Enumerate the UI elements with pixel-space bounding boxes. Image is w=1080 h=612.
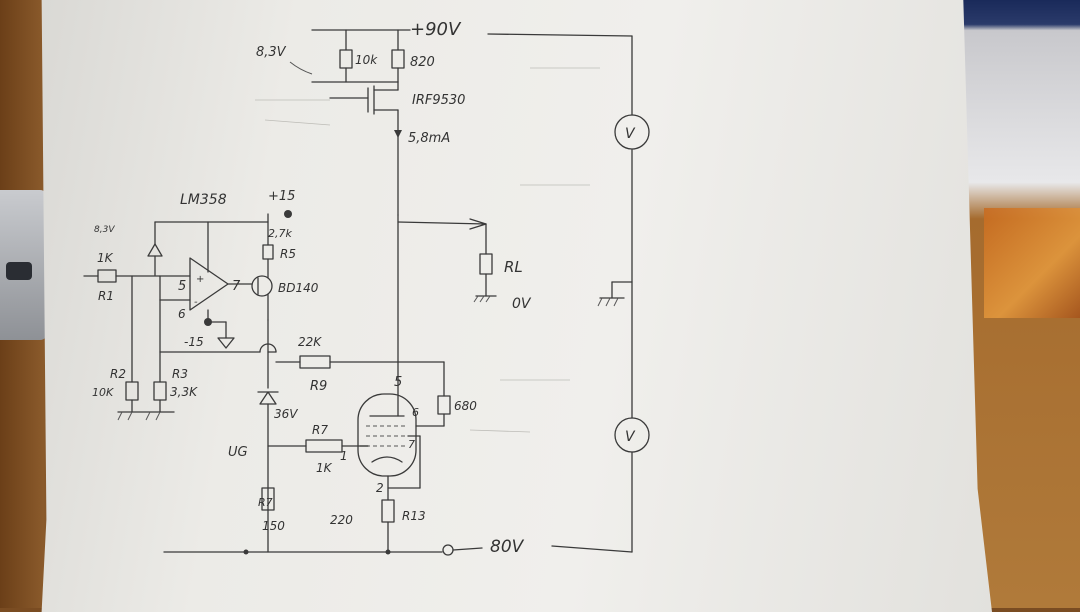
label-10k: 10k [355, 53, 378, 67]
label-10k-r2: 10K [92, 386, 114, 399]
label-tube-pin7: 7 [408, 438, 415, 451]
label-680: 680 [454, 399, 477, 413]
voltmeter-top: V [614, 114, 650, 150]
label-pin7: 7 [232, 279, 241, 294]
label-ug: UG [228, 445, 248, 460]
label-r2: R2 [110, 367, 126, 381]
device-button [6, 262, 32, 280]
mosfet-irf9530: IRF9530 5,8mA [329, 81, 465, 216]
opamp-lm358: LM358 +15 2,7k R5 + - 5 6 7 BD140 -15 8,… [83, 189, 319, 421]
resistor-150: R7 150 [258, 487, 285, 533]
label-r13: R13 [402, 509, 426, 523]
paper-sheet [41, 0, 992, 612]
label-r5: R5 [280, 247, 296, 261]
label-tube-pin6: 6 [412, 406, 419, 419]
label-plus-90v: +90V [410, 19, 462, 40]
right-ground [597, 281, 633, 307]
ground-rail: 80V [163, 537, 633, 557]
label-8-3v: 8,3V [256, 45, 287, 60]
resistor-r13: 220 R13 [330, 499, 426, 553]
label-r9: R9 [310, 379, 327, 394]
meter-top-label: V [625, 126, 636, 142]
label-r3: R3 [172, 367, 188, 381]
voltmeter-bottom: V [614, 417, 650, 453]
label-tube-pin5: 5 [394, 375, 402, 390]
label-r7-grid: R7 [312, 423, 328, 437]
label-0v: 0V [512, 296, 532, 312]
label-1k-grid: 1K [316, 461, 333, 475]
label-220: 220 [330, 513, 353, 527]
label-minus15: -15 [184, 335, 204, 349]
resistor-680: 680 [397, 361, 477, 427]
zener-36v: 36V UG [228, 319, 298, 553]
grid-resistor: R7 1K 1 [267, 423, 369, 475]
label-irf9530: IRF9530 [412, 93, 465, 108]
meter-bottom-label: V [625, 429, 636, 445]
supply-rail: +90V [311, 19, 633, 553]
label-150: 150 [262, 519, 285, 533]
label-820: 820 [410, 55, 435, 70]
label-3-3k: 3,3K [170, 385, 198, 399]
svg-text:8,3V: 8,3V [94, 225, 115, 235]
label-lm358: LM358 [180, 192, 227, 208]
top-resistors: 10k 820 8,3V [256, 29, 435, 83]
load-branch: RL 0V [397, 218, 532, 312]
label-tube-pin2: 2 [376, 481, 384, 495]
vacuum-tube: 5 6 7 2 [357, 375, 445, 501]
label-plus15: +15 [268, 189, 295, 204]
svg-text:-: - [194, 297, 198, 308]
label-pin6: 6 [178, 307, 186, 321]
svg-text:+: + [196, 274, 204, 285]
label-current: 5,8mA [408, 131, 450, 146]
label-1k-r1: 1K [97, 251, 114, 265]
label-36v: 36V [274, 407, 298, 421]
label-rl: RL [504, 258, 523, 276]
label-80v: 80V [490, 537, 525, 557]
erased-traces [255, 67, 600, 433]
label-2-7k: 2,7k [268, 227, 292, 240]
label-22k: 22K [298, 335, 322, 349]
label-r7-low: R7 [258, 496, 273, 509]
label-pin5: 5 [178, 279, 186, 294]
label-r1: R1 [98, 289, 114, 303]
tape-roll [984, 208, 1080, 318]
feedback-22k: 22K R9 [275, 335, 399, 394]
label-bd140: BD140 [278, 281, 319, 295]
label-tube-pin1: 1 [340, 449, 348, 463]
